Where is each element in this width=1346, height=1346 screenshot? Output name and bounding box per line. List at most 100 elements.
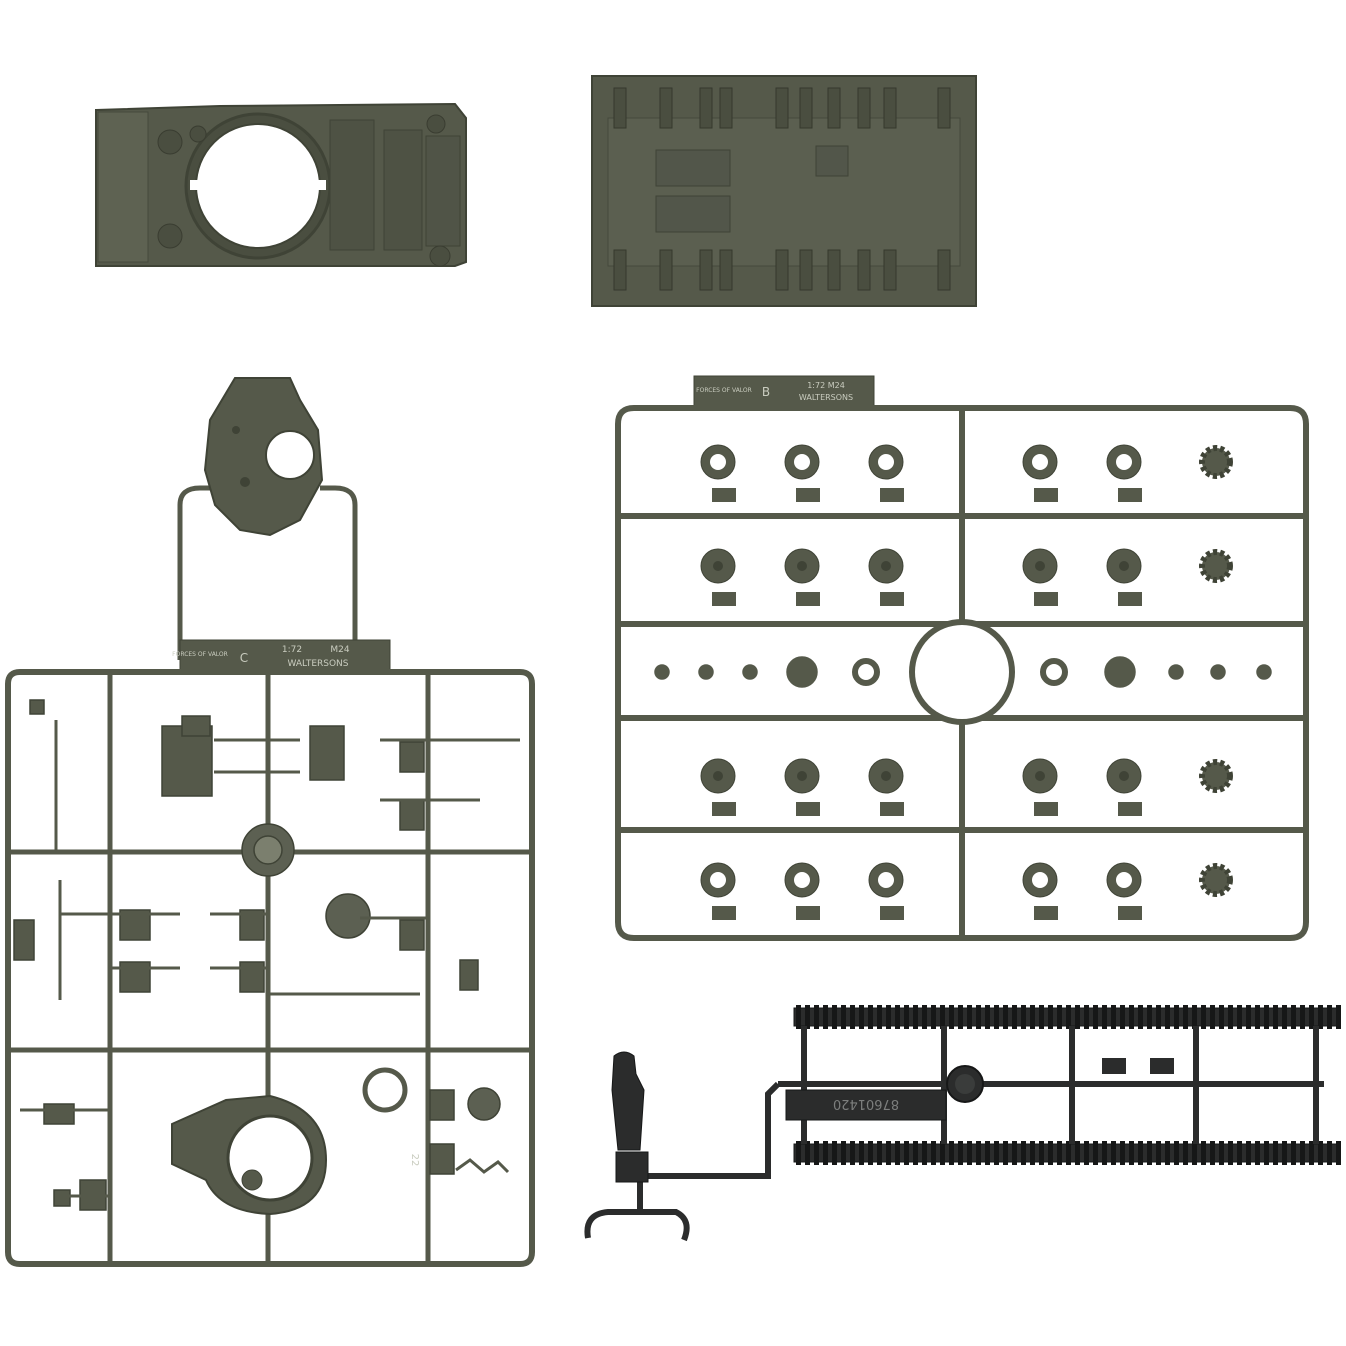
road-wheel bbox=[868, 444, 904, 502]
track-link bbox=[913, 1141, 918, 1165]
track-link bbox=[994, 1005, 999, 1029]
track-link bbox=[1147, 1005, 1152, 1029]
track-link bbox=[1237, 1141, 1242, 1165]
track-link bbox=[976, 1005, 981, 1029]
sprue-c-letter: C bbox=[240, 651, 248, 665]
track-link bbox=[1084, 1005, 1089, 1029]
track-link bbox=[1264, 1005, 1269, 1029]
sprue-b-letter: B bbox=[762, 385, 770, 399]
sprue-c-model: M24 bbox=[330, 645, 349, 655]
track-sprue: 87601420 bbox=[584, 1005, 1341, 1242]
road-wheel bbox=[1022, 548, 1058, 606]
track-link bbox=[1291, 1141, 1296, 1165]
track-link bbox=[1012, 1005, 1017, 1029]
track-link bbox=[859, 1141, 864, 1165]
turret-part bbox=[203, 377, 324, 537]
return-roller bbox=[1040, 658, 1068, 686]
track-link bbox=[1309, 1005, 1314, 1029]
track-link bbox=[931, 1005, 936, 1029]
road-wheels bbox=[654, 444, 1272, 920]
track-link bbox=[877, 1005, 882, 1029]
sprue-c-parts bbox=[13, 699, 501, 1211]
road-wheel bbox=[1022, 444, 1058, 502]
track-link bbox=[940, 1005, 945, 1029]
track-link bbox=[1021, 1005, 1026, 1029]
sprue-c-scale: 1:72 bbox=[282, 645, 302, 655]
track-link bbox=[1273, 1005, 1278, 1029]
track-link bbox=[1255, 1005, 1260, 1029]
track-link bbox=[1219, 1141, 1224, 1165]
track-link bbox=[976, 1141, 981, 1165]
lower-hull-part bbox=[591, 75, 977, 307]
track-link bbox=[1192, 1005, 1197, 1029]
track-link bbox=[1192, 1141, 1197, 1165]
track-link bbox=[1129, 1141, 1134, 1165]
track-link bbox=[1048, 1005, 1053, 1029]
track-link bbox=[1300, 1005, 1305, 1029]
track-link bbox=[796, 1141, 801, 1165]
track-link bbox=[841, 1005, 846, 1029]
track-link bbox=[1201, 1005, 1206, 1029]
track-link bbox=[1282, 1005, 1287, 1029]
track-link bbox=[1057, 1141, 1062, 1165]
road-wheel bbox=[1106, 444, 1142, 502]
track-link bbox=[1255, 1141, 1260, 1165]
track-link bbox=[1183, 1005, 1188, 1029]
track-link bbox=[823, 1005, 828, 1029]
track-link bbox=[1102, 1141, 1107, 1165]
track-link bbox=[1264, 1141, 1269, 1165]
track-link bbox=[1237, 1005, 1242, 1029]
road-wheel bbox=[1022, 758, 1058, 816]
track-link bbox=[1318, 1141, 1323, 1165]
track-link bbox=[1075, 1005, 1080, 1029]
track-link bbox=[805, 1141, 810, 1165]
track-link bbox=[823, 1141, 828, 1165]
track-link bbox=[1039, 1141, 1044, 1165]
track-link bbox=[1138, 1005, 1143, 1029]
track-link bbox=[1210, 1141, 1215, 1165]
drive-sprocket bbox=[1199, 549, 1233, 583]
track-link bbox=[922, 1141, 927, 1165]
return-roller bbox=[1210, 664, 1226, 680]
track-link bbox=[895, 1141, 900, 1165]
track-link bbox=[1138, 1141, 1143, 1165]
track-link bbox=[1030, 1141, 1035, 1165]
crew-figure bbox=[611, 1051, 649, 1183]
road-wheel bbox=[700, 444, 736, 502]
track-link bbox=[1111, 1005, 1116, 1029]
track-link bbox=[877, 1141, 882, 1165]
road-wheel bbox=[868, 758, 904, 816]
sprue-b-text: FORCES OF VALOR B 1:72 M24 WALTERSONS bbox=[696, 381, 853, 402]
road-wheel bbox=[1106, 548, 1142, 606]
drive-sprocket bbox=[1199, 445, 1233, 479]
track-link bbox=[814, 1005, 819, 1029]
track-link bbox=[841, 1141, 846, 1165]
road-wheel bbox=[1106, 862, 1142, 920]
track-link bbox=[922, 1005, 927, 1029]
track-link bbox=[1120, 1005, 1125, 1029]
return-roller bbox=[1104, 656, 1136, 688]
track-link-teeth bbox=[796, 1005, 1341, 1165]
sprue-c bbox=[5, 377, 535, 1267]
track-link bbox=[1300, 1141, 1305, 1165]
track-link bbox=[1129, 1005, 1134, 1029]
track-link bbox=[850, 1141, 855, 1165]
track-link bbox=[832, 1141, 837, 1165]
upper-hull-part bbox=[95, 102, 467, 267]
track-link bbox=[1093, 1141, 1098, 1165]
sprue-b bbox=[615, 375, 1309, 941]
track-link bbox=[940, 1141, 945, 1165]
sprue-b-maker: WALTERSONS bbox=[799, 393, 853, 402]
track-link bbox=[1021, 1141, 1026, 1165]
return-roller bbox=[742, 664, 758, 680]
road-wheel bbox=[784, 758, 820, 816]
track-link bbox=[1084, 1141, 1089, 1165]
track-link bbox=[958, 1005, 963, 1029]
track-link bbox=[895, 1005, 900, 1029]
sprue-b-label-tab bbox=[693, 375, 875, 409]
track-link bbox=[1165, 1005, 1170, 1029]
track-link bbox=[850, 1005, 855, 1029]
track-link bbox=[1183, 1141, 1188, 1165]
return-roller bbox=[698, 664, 714, 680]
